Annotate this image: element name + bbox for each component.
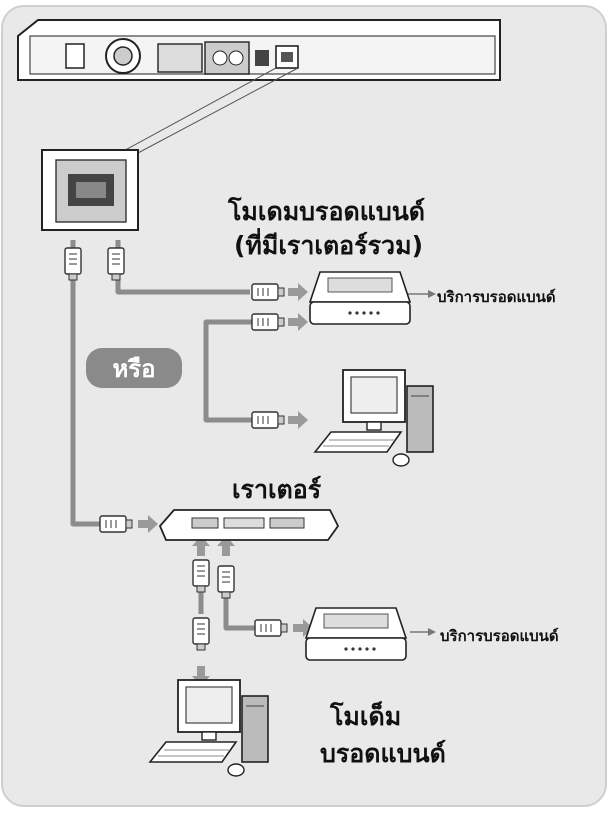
broadband-modem-device bbox=[305, 607, 407, 661]
modem-label-line2: บรอดแบนด์ bbox=[320, 739, 446, 768]
modem-router-label-line1: โมเดมบรอดแบนด์ bbox=[228, 197, 426, 226]
modem-label-line1: โมเด็ม bbox=[330, 702, 402, 731]
modem-router-label-line2: (ที่มีเราเตอร์รวม) bbox=[234, 231, 423, 260]
home-theater-back-panel bbox=[17, 19, 501, 81]
background-panel bbox=[1, 5, 607, 807]
router-device bbox=[158, 509, 340, 541]
lan-port-closeup bbox=[41, 149, 139, 231]
or-badge: หรือ bbox=[86, 348, 182, 388]
broadband-service-label-2: บริการบรอดแบนด์ bbox=[440, 627, 559, 645]
router-label: เราเตอร์ bbox=[232, 475, 322, 504]
broadband-service-label-1: บริการบรอดแบนด์ bbox=[437, 288, 556, 306]
modem-with-router-device bbox=[309, 271, 411, 325]
